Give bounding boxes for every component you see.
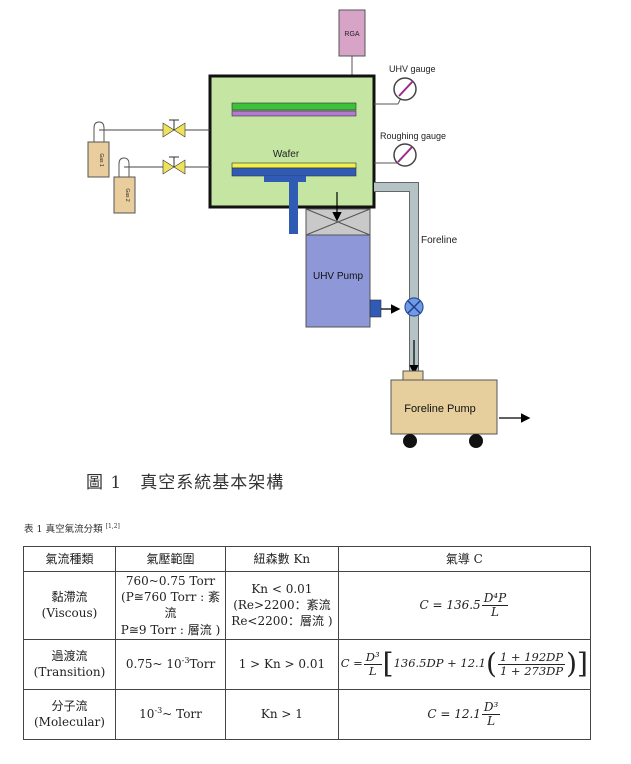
formula-denominator: L bbox=[490, 604, 499, 619]
flow-type-zh: 分子流 bbox=[51, 699, 88, 714]
vacuum-chamber: Wafer bbox=[208, 74, 376, 234]
formula-inner-denominator: 1 + 273DP bbox=[499, 663, 564, 678]
header-flow-type: 氣流種類 bbox=[23, 546, 116, 572]
uhv-pump-label: UHV Pump bbox=[313, 271, 363, 282]
gas-lines bbox=[99, 119, 210, 175]
table-row-viscous: 黏滯流 (Viscous) 760~0.75 Torr (P≅760 Torr … bbox=[23, 571, 592, 640]
flow-type-zh: 過渡流 bbox=[51, 649, 88, 664]
pressure-line: 760~0.75 Torr bbox=[125, 574, 216, 588]
cell-pressure: 10-3~ Torr bbox=[114, 688, 227, 740]
uhv-pump: UHV Pump bbox=[305, 234, 401, 328]
vacuum-flow-table: 氣流種類 氣壓範圍 紐森數 Kn 氣導 C 黏滯流 (Viscous) 760~… bbox=[23, 546, 592, 740]
formula-numerator: D³ bbox=[363, 650, 382, 665]
formula-numerator: D⁴P bbox=[481, 590, 509, 606]
table-caption-ref: [1,2] bbox=[105, 522, 120, 530]
pressure-base: 0.75~ 10 bbox=[125, 657, 182, 672]
vacuum-system-diagram: RGA Wafer UHV gauge Roughing gauge bbox=[87, 9, 531, 448]
formula-denominator: L bbox=[368, 663, 377, 678]
foreline-pump-label: Foreline Pump bbox=[404, 403, 476, 415]
cell-knudsen: 1 > Kn > 0.01 bbox=[225, 638, 339, 690]
table-row-molecular: 分子流 (Molecular) 10-3~ Torr Kn > 1 C = 12… bbox=[23, 688, 592, 740]
pressure-base: 10 bbox=[139, 707, 155, 722]
paren-open: ( bbox=[486, 647, 497, 681]
formula-numerator: D³ bbox=[481, 699, 501, 715]
pressure-line: P≅9 Torr : 層流 ) bbox=[120, 622, 221, 637]
gas2-label: Gas 2 bbox=[124, 188, 130, 202]
paren-close: ) bbox=[566, 647, 578, 681]
uhv-gauge: UHV gauge bbox=[374, 64, 436, 105]
kn-line: (Re>2200：紊流 bbox=[233, 598, 331, 613]
formula-prefix: C = 136.5 bbox=[419, 597, 481, 612]
gate-valve bbox=[305, 192, 371, 236]
cell-flow-type: 黏滯流 (Viscous) bbox=[23, 571, 116, 640]
formula-inner: 136.5DP + 12.1 bbox=[393, 656, 486, 671]
gas-bottle-1: Gas 1 bbox=[87, 121, 110, 178]
header-knudsen-number: 紐森數 Kn bbox=[225, 546, 339, 572]
figure-caption: 圖 1 真空系統基本架構 bbox=[86, 473, 285, 493]
flow-type-en: (Transition) bbox=[33, 665, 106, 680]
cell-pressure: 0.75~ 10-3Torr bbox=[114, 638, 227, 690]
formula-denominator: L bbox=[487, 713, 496, 728]
foreline-label: Foreline bbox=[421, 235, 458, 246]
kn-line: Re<2200：層流 ) bbox=[231, 614, 333, 629]
header-pressure-range: 氣壓範圍 bbox=[114, 546, 227, 572]
uhv-gauge-label: UHV gauge bbox=[389, 64, 436, 74]
table-row-transition: 過渡流 (Transition) 0.75~ 10-3Torr 1 > Kn >… bbox=[23, 638, 592, 690]
table-header-row: 氣流種類 氣壓範圍 紐森數 Kn 氣導 C bbox=[23, 546, 592, 572]
rga-label: RGA bbox=[344, 31, 360, 38]
bracket-close: ] bbox=[577, 647, 588, 681]
formula-prefix: C = bbox=[340, 656, 363, 671]
gas1-label: Gas 1 bbox=[98, 153, 104, 167]
cell-flow-type: 過渡流 (Transition) bbox=[23, 638, 116, 690]
pressure-exponent: -3 bbox=[154, 706, 163, 716]
cell-knudsen: Kn > 1 bbox=[225, 688, 339, 740]
pressure-line: (P≅760 Torr : 紊流 bbox=[121, 590, 221, 621]
wafer-label: Wafer bbox=[273, 149, 300, 160]
formula-inner-numerator: 1 + 192DP bbox=[497, 650, 566, 665]
pressure-unit: Torr bbox=[189, 657, 216, 672]
cell-knudsen: Kn < 0.01 (Re>2200：紊流 Re<2200：層流 ) bbox=[225, 571, 339, 640]
foreline-valve bbox=[404, 297, 424, 375]
roughing-gauge: Roughing gauge bbox=[374, 131, 446, 167]
flow-type-en: (Viscous) bbox=[41, 606, 98, 621]
formula-prefix: C = 12.1 bbox=[427, 706, 481, 721]
pressure-exponent: -3 bbox=[181, 656, 190, 666]
rga-analyzer: RGA bbox=[338, 9, 366, 77]
flow-type-en: (Molecular) bbox=[33, 715, 105, 730]
pressure-unit: ~ Torr bbox=[162, 707, 202, 722]
flow-type-zh: 黏滯流 bbox=[51, 590, 88, 605]
foreline-pump: Foreline Pump bbox=[390, 370, 531, 448]
cell-pressure: 760~0.75 Torr (P≅760 Torr : 紊流 P≅9 Torr … bbox=[114, 571, 227, 640]
foreline-pipe: Foreline bbox=[374, 182, 458, 378]
table-caption-text: 表 1 真空氣流分類 bbox=[24, 524, 103, 535]
cell-flow-type: 分子流 (Molecular) bbox=[23, 688, 116, 740]
bracket-open: [ bbox=[382, 647, 394, 681]
header-conductance: 氣導 C bbox=[337, 546, 592, 572]
roughing-gauge-label: Roughing gauge bbox=[380, 131, 446, 141]
table-caption: 表 1 真空氣流分類 [1,2] bbox=[24, 521, 120, 535]
gas-bottle-2: Gas 2 bbox=[113, 157, 136, 214]
kn-line: Kn < 0.01 bbox=[251, 582, 313, 597]
